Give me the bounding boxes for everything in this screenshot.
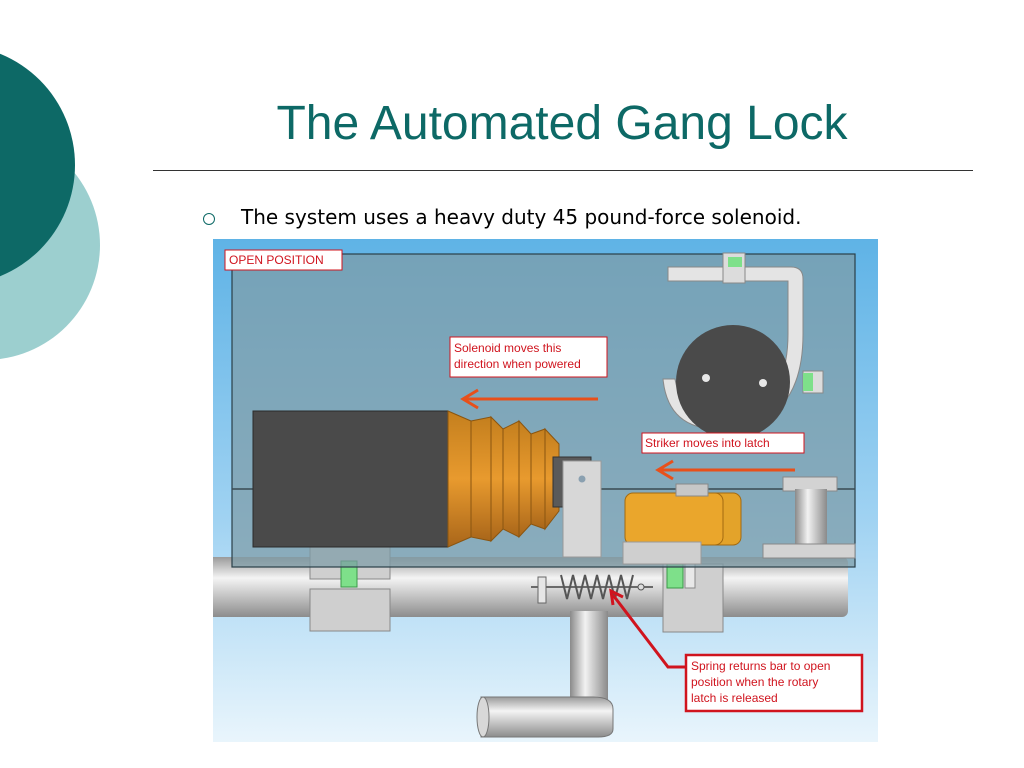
decorative-circles bbox=[0, 53, 100, 359]
return-spring bbox=[531, 574, 653, 604]
rotary-latch bbox=[662, 252, 824, 439]
handle-vertical bbox=[570, 611, 608, 711]
dark-teal-circle bbox=[0, 53, 75, 277]
gang-lock-diagram: OPEN POSITION Solenoid moves this direct… bbox=[213, 239, 878, 742]
striker-callout: Striker moves into latch bbox=[641, 432, 805, 454]
solenoid-body bbox=[253, 411, 448, 547]
striker-callout-text: Striker moves into latch bbox=[645, 436, 770, 450]
latch-post bbox=[762, 476, 856, 559]
solenoid-callout-line2: direction when powered bbox=[454, 357, 581, 371]
mounting-bracket bbox=[562, 460, 602, 558]
diagram-canvas: OPEN POSITION Solenoid moves this direct… bbox=[213, 239, 878, 742]
striker-direction-arrow bbox=[655, 459, 795, 481]
spring-callout-line2: position when the rotary bbox=[691, 675, 818, 689]
title-divider bbox=[153, 170, 973, 171]
spring-callout-leader bbox=[609, 588, 687, 669]
solenoid-callout: Solenoid moves this direction when power… bbox=[449, 336, 608, 378]
spring-callout-line1: Spring returns bar to open bbox=[691, 659, 830, 673]
handle-horizontal bbox=[480, 696, 614, 738]
latch-rotor bbox=[676, 325, 790, 439]
solenoid-bellows bbox=[447, 410, 560, 548]
bullet-circle-icon bbox=[203, 213, 215, 225]
spring-callout: Spring returns bar to open position when… bbox=[684, 653, 864, 713]
open-position-text: OPEN POSITION bbox=[229, 253, 324, 267]
open-position-label: OPEN POSITION bbox=[224, 249, 343, 271]
solenoid-direction-arrow bbox=[460, 388, 598, 410]
striker bbox=[622, 483, 742, 565]
spring-callout-line3: latch is released bbox=[691, 691, 778, 705]
solenoid-callout-line1: Solenoid moves this bbox=[454, 341, 561, 355]
slide-title: The Automated Gang Lock bbox=[276, 97, 848, 150]
bullet-text: The system uses a heavy duty 45 pound-fo… bbox=[241, 205, 802, 229]
